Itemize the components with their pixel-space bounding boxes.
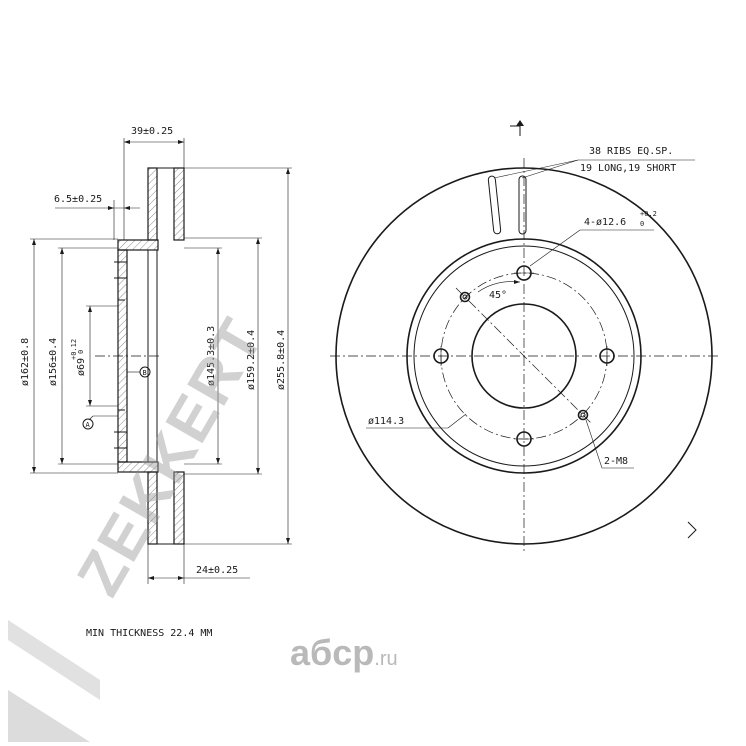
dim-dia-69: ø69 [76, 358, 87, 376]
rib-short [518, 175, 527, 235]
ribs-note-line2: 19 LONG,19 SHORT [580, 163, 676, 174]
brand-logo: aбcp.ru [290, 632, 398, 673]
section-outer-plate-top [147, 167, 158, 241]
min-thickness-note: MIN THICKNESS 22.4 MM [86, 628, 212, 639]
section-dimensions: 39±0.25 6.5±0.25 ø162±0.8 ø156±0.4 ø69 +… [20, 126, 292, 584]
section-hat-top [117, 239, 159, 251]
front-view: 45° 38 RIBS EQ.SP. 19 LONG,19 SHORT 4-ø1… [330, 120, 718, 552]
rib-long [487, 175, 502, 235]
dim-dia-69-tol-lower: 0 [77, 350, 85, 354]
dim-dia-255: ø255.8±0.4 [276, 330, 287, 390]
datum-b-marker [139, 366, 151, 378]
ribs-note-line1: 38 RIBS EQ.SP. [589, 146, 673, 157]
section-inner-plate-bottom [173, 471, 185, 545]
dim-dia-145: ø145.3±0.3 [206, 326, 217, 386]
watermark-arrow [8, 690, 90, 742]
watermark-text: ZEKKERT [64, 307, 277, 607]
dim-dia-159: ø159.2±0.4 [246, 330, 257, 390]
section-hat-bottom [117, 461, 159, 473]
thread-hole-upper-left [459, 291, 471, 303]
dim-dia-162: ø162±0.8 [20, 338, 31, 386]
thread-hole-lower-right [577, 409, 589, 421]
dim-width-bottom: 24±0.25 [196, 565, 238, 576]
dim-offset: 6.5±0.25 [54, 194, 102, 205]
datum-a-marker [82, 418, 94, 430]
bolt-holes-tol-upper: +0.2 [640, 210, 657, 218]
datum-a-label: A [86, 421, 91, 429]
brand-suffix: .ru [374, 648, 397, 670]
section-view [95, 167, 185, 545]
dim-dia-156: ø156±0.4 [48, 338, 59, 386]
dim-dia-69-tol-upper: +0.12 [70, 339, 78, 360]
angle-label: 45° [489, 290, 507, 301]
thread-holes-label: 2-M8 [604, 456, 628, 467]
bolt-holes-label: 4-ø12.6 [584, 217, 626, 228]
dim-width-top: 39±0.25 [131, 126, 173, 137]
section-inner-plate-top [173, 167, 185, 241]
brand-name: aбcp [290, 632, 374, 673]
bolt-holes-tol-lower: 0 [640, 220, 644, 228]
pcd-label: ø114.3 [368, 416, 404, 427]
datum-b-label: B [143, 369, 147, 377]
